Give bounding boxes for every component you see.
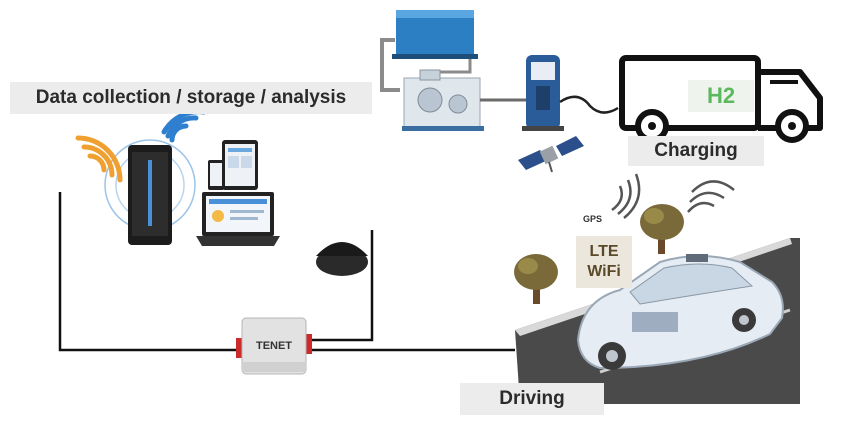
tenet-brand-text: TENET [256,340,292,352]
tree-signal-icon [687,180,735,213]
wifi-blue-icon [161,109,207,143]
lte-text: LTE [589,243,619,260]
satellite-icon [518,136,584,173]
tree-left [514,254,558,304]
tablet-icon [222,140,258,190]
router-server [104,139,196,245]
connection-cables [58,192,515,352]
hydrogen-storage-tank [380,10,478,92]
wifi-text: WiFi [587,263,621,280]
gps-label: GPS [583,214,603,224]
tenet-device [236,317,312,375]
gps-antenna-icon [316,242,368,276]
charging-cable [559,95,619,114]
tree-right [640,204,684,254]
charging-label: Charging [628,136,764,166]
truck-wheels [635,109,809,143]
wifi-orange-icon [75,135,123,183]
driving-label: Driving [460,383,604,415]
data-collection-label: Data collection / storage / analysis [10,82,372,114]
compressor-unit [402,69,484,131]
gps-signal-icon [611,173,641,219]
h2-dispenser [522,55,564,131]
phone-icon [208,160,224,190]
lte-wifi-label: LTE WiFi [576,236,632,288]
h2-label: H2 [688,80,754,112]
laptop-icon [196,192,280,246]
